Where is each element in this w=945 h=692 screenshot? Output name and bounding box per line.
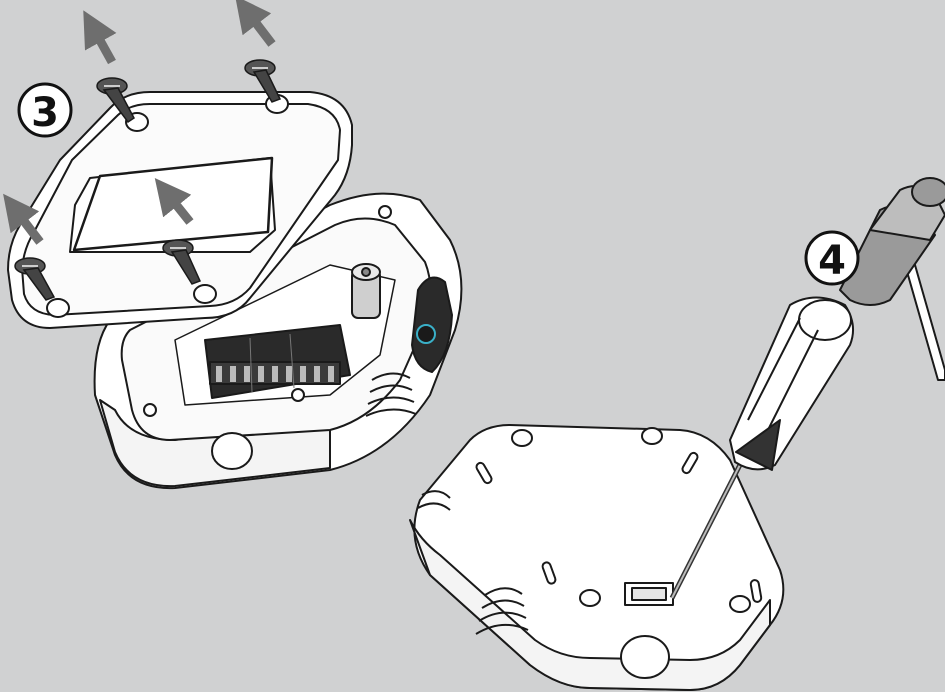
screw-icon [14,257,56,301]
screw-icon [96,77,135,124]
step-3-number: 3 [31,90,59,136]
hammer-icon [839,177,945,381]
arrow-up-icon [235,0,276,47]
arrow-up-icon [154,177,194,225]
removal-arrows [3,0,276,245]
step-4-number: 4 [818,238,846,284]
arrow-up-icon [83,10,117,65]
step-3-badge: 3 [17,82,73,138]
screw-icon [162,239,202,285]
terminal-block [204,324,351,399]
enclosure-base [93,192,463,490]
indicator-window [411,276,453,373]
enclosure-closed [409,424,785,691]
arrow-up-icon [3,193,44,245]
screw-icon [244,59,282,103]
screws [14,59,282,301]
screwdriver-icon [669,296,855,600]
step-4-badge: 4 [804,230,860,286]
